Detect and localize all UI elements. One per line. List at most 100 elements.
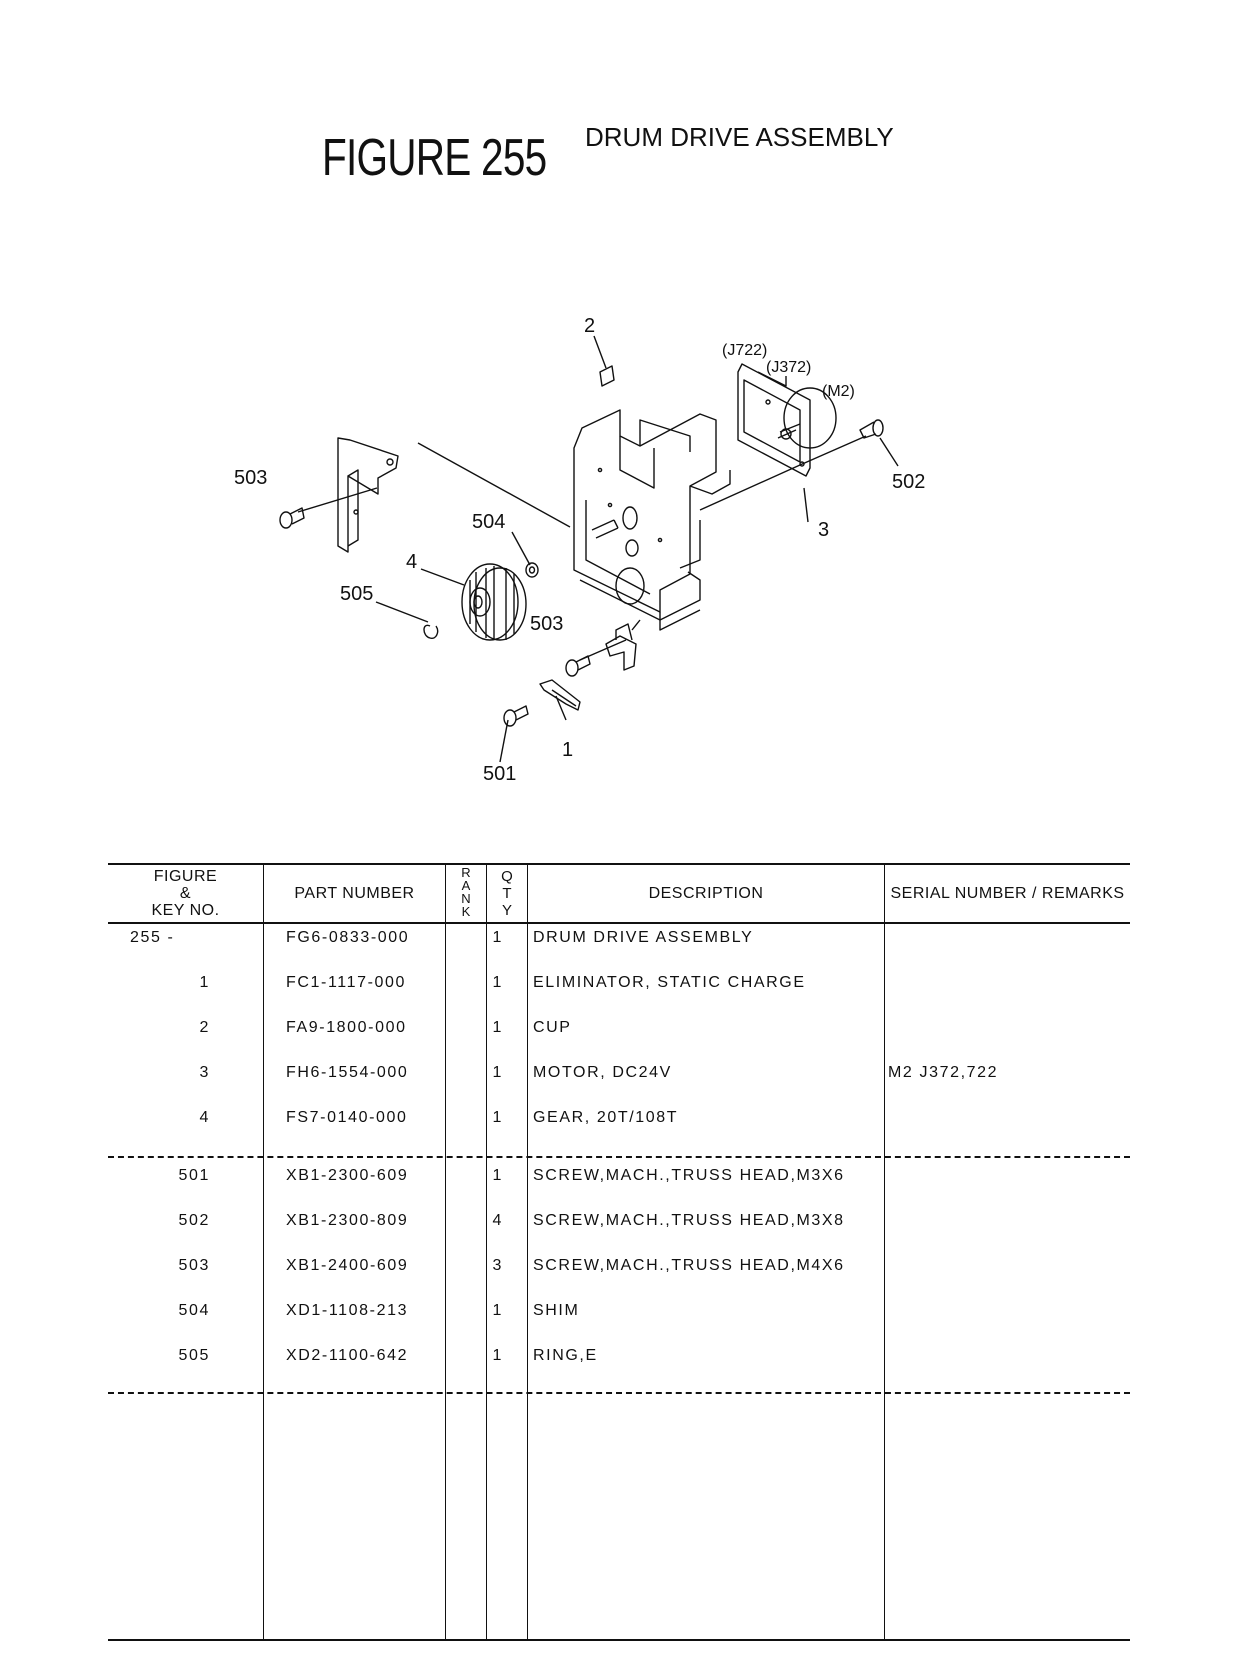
leader-line-2 [593, 335, 607, 369]
callout-502: 502 [892, 471, 925, 493]
row-key: 503 [178, 1257, 210, 1274]
table-row: 501 XB1-2300-609 1 SCREW,MACH.,TRUSS HEA… [108, 1167, 1130, 1191]
parts-table: FIGURE & KEY NO. PART NUMBER R A N K Q T… [108, 863, 1130, 1641]
static-eliminator [539, 679, 581, 711]
screw-502 [859, 419, 884, 439]
row-part-number: FH6-1554-000 [286, 1064, 409, 1081]
row-part-number: XB1-2300-609 [286, 1167, 409, 1184]
row-key: 2 [199, 1019, 210, 1036]
gear [461, 563, 527, 641]
frame-shaft [591, 519, 619, 539]
callout-1: 1 [562, 739, 573, 761]
callout-3: 3 [818, 519, 829, 541]
callout-503-top: 503 [234, 467, 267, 489]
row-key: 502 [178, 1212, 210, 1229]
row-qty: 4 [492, 1212, 503, 1229]
table-row: 504 XD1-1108-213 1 SHIM [108, 1302, 1130, 1326]
column-divider [884, 863, 885, 1641]
table-row: 503 XB1-2400-609 3 SCREW,MACH.,TRUSS HEA… [108, 1257, 1130, 1281]
row-description: CUP [533, 1019, 572, 1036]
row-key: 504 [178, 1302, 210, 1319]
e-ring-505 [423, 624, 439, 639]
row-description: RING,E [533, 1347, 598, 1364]
row-qty: 1 [492, 929, 503, 946]
row-part-number: XD2-1100-642 [286, 1347, 409, 1364]
table-bottom-rule [108, 1639, 1130, 1641]
header-rank: R A N K [461, 865, 471, 919]
row-qty: 1 [492, 1167, 503, 1184]
row-description: SCREW,MACH.,TRUSS HEAD,M4X6 [533, 1257, 845, 1274]
callout-504: 504 [472, 511, 505, 533]
row-key: 505 [178, 1347, 210, 1364]
row-description: GEAR, 20T/108T [533, 1109, 679, 1126]
table-header-rule [108, 922, 1130, 924]
leader-line-1 [555, 695, 567, 721]
screw-503-top [279, 507, 305, 529]
table-row: 3 FH6-1554-000 1 MOTOR, DC24V M2 J372,72… [108, 1064, 1130, 1088]
header-figure-key: FIGURE & KEY NO. [151, 868, 220, 919]
row-description: ELIMINATOR, STATIC CHARGE [533, 974, 806, 991]
row-key: 3 [199, 1064, 210, 1081]
row-part-number: FS7-0140-000 [286, 1109, 408, 1126]
figure-title: DRUM DRIVE ASSEMBLY [585, 122, 894, 152]
callout-501: 501 [483, 763, 516, 785]
callout-503-bottom: 503 [530, 613, 563, 635]
table-row: 1 FC1-1117-000 1 ELIMINATOR, STATIC CHAR… [108, 974, 1130, 998]
drum-drive-frame [573, 409, 731, 631]
shim-504 [525, 562, 539, 578]
left-bracket [337, 437, 399, 553]
row-qty: 1 [492, 974, 503, 991]
row-description: SHIM [533, 1302, 580, 1319]
row-qty: 1 [492, 1302, 503, 1319]
screw-503-bottom [565, 655, 591, 677]
leader-line-4 [420, 568, 465, 586]
table-row: 255 - FG6-0833-000 1 DRUM DRIVE ASSEMBLY [108, 929, 1130, 953]
row-qty: 1 [492, 1064, 503, 1081]
row-qty: 1 [492, 1019, 503, 1036]
leader-line-gear-axis [631, 619, 641, 631]
callout-j372: (J372) [766, 359, 811, 376]
callout-2: 2 [584, 315, 595, 337]
callout-4: 4 [406, 551, 417, 573]
callout-j722: (J722) [722, 342, 767, 359]
row-remarks: M2 J372,722 [888, 1064, 999, 1081]
row-description: SCREW,MACH.,TRUSS HEAD,M3X8 [533, 1212, 845, 1229]
column-divider [263, 863, 264, 1641]
row-part-number: XB1-2300-809 [286, 1212, 409, 1229]
row-key: 255 - [130, 929, 175, 946]
column-divider [445, 863, 446, 1641]
figure-number: FIGURE 255 [322, 129, 547, 187]
table-row: 4 FS7-0140-000 1 GEAR, 20T/108T [108, 1109, 1130, 1133]
header-qty: Q T Y [501, 868, 513, 919]
callout-505: 505 [340, 583, 373, 605]
column-divider [486, 863, 487, 1641]
callout-m2: (M2) [822, 383, 855, 400]
leader-line-501 [499, 719, 509, 763]
lower-bracket [605, 623, 637, 671]
table-row: 2 FA9-1800-000 1 CUP [108, 1019, 1130, 1043]
leader-line-motor-shaft [799, 435, 867, 466]
header-remarks: SERIAL NUMBER / REMARKS [890, 885, 1125, 902]
row-part-number: FG6-0833-000 [286, 929, 410, 946]
row-part-number: XD1-1108-213 [286, 1302, 409, 1319]
leader-line-505 [375, 601, 429, 623]
row-part-number: XB1-2400-609 [286, 1257, 409, 1274]
leader-line-bracket-to-frame [417, 442, 571, 528]
header-part-number: PART NUMBER [294, 885, 415, 902]
header-description: DESCRIPTION [648, 885, 764, 902]
row-part-number: FA9-1800-000 [286, 1019, 407, 1036]
row-qty: 3 [492, 1257, 503, 1274]
row-key: 4 [199, 1109, 210, 1126]
leader-line-502 [879, 437, 899, 467]
row-description: SCREW,MACH.,TRUSS HEAD,M3X6 [533, 1167, 845, 1184]
table-group-separator [108, 1156, 1130, 1158]
table-row: 505 XD2-1100-642 1 RING,E [108, 1347, 1130, 1371]
row-qty: 1 [492, 1109, 503, 1126]
column-divider [527, 863, 528, 1641]
row-description: MOTOR, DC24V [533, 1064, 672, 1081]
leader-line-504 [511, 531, 531, 566]
table-group-separator [108, 1392, 1130, 1394]
leader-line-3 [803, 487, 809, 523]
leader-line-frame-to-motor [699, 464, 801, 511]
cup [599, 365, 615, 387]
